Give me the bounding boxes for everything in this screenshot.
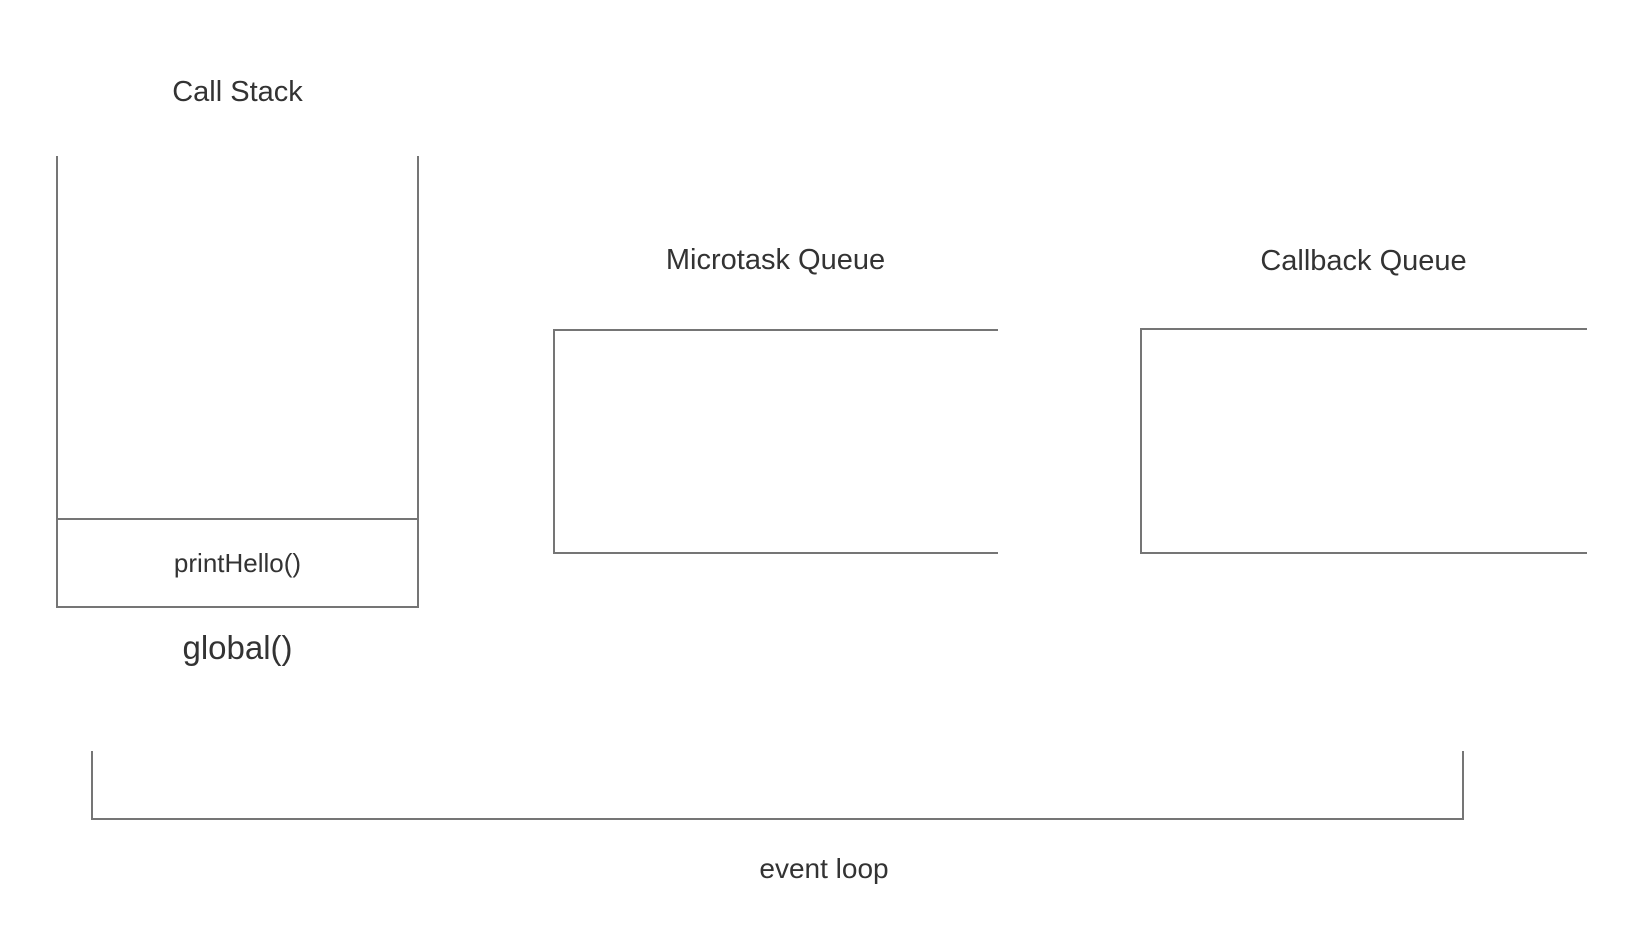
callback-queue-container [1140,328,1587,554]
callback-queue-title: Callback Queue [1260,245,1467,277]
call-stack-title: Call Stack [172,76,303,108]
event-loop-label: event loop [759,853,889,884]
microtask-queue-title: Microtask Queue [665,244,886,276]
call-stack-container: printHello() [56,156,419,608]
event-loop-bracket [91,751,1464,820]
call-stack-base-label: global() [182,629,293,666]
microtask-queue-container [553,329,998,554]
stack-frame-label: printHello() [173,547,302,578]
stack-frame: printHello() [58,518,417,606]
